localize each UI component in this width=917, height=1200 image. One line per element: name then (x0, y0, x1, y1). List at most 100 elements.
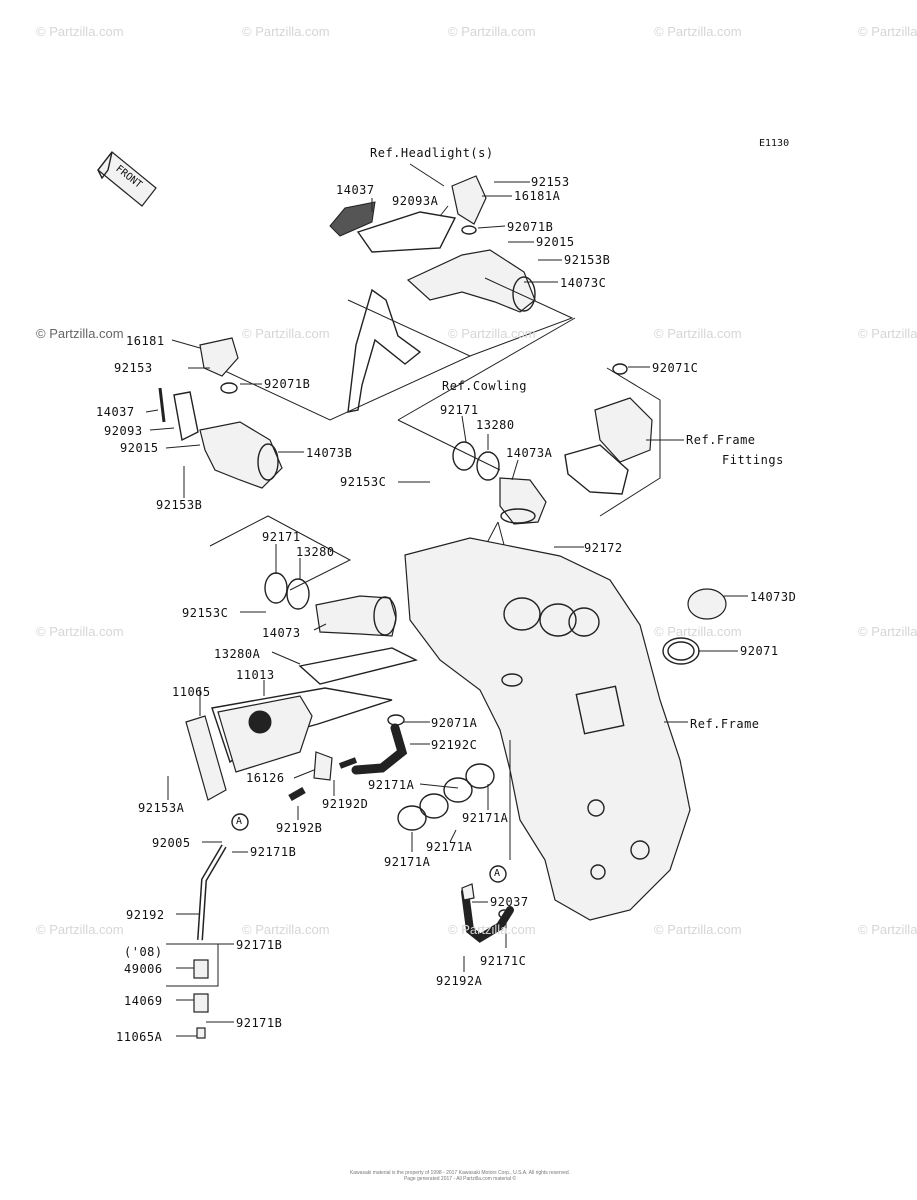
part-label[interactable]: 13280 (296, 545, 335, 559)
grommet-92071b-top-icon (461, 225, 477, 235)
part-label[interactable]: 92153B (564, 253, 611, 267)
part-label[interactable]: 11065 (172, 685, 211, 699)
ref-headlights-label: Ref.Headlight(s) (370, 146, 494, 160)
part-label[interactable]: 16181A (514, 189, 561, 203)
hose-92192d-icon (338, 757, 358, 769)
part-label[interactable]: 92071A (431, 716, 478, 730)
part-label[interactable]: 16126 (246, 771, 285, 785)
diagram-code: E1130 (759, 138, 790, 149)
filter-mesh-left-icon (158, 387, 166, 423)
watermark: © Partzilla.com (448, 326, 536, 341)
part-label[interactable]: 92005 (152, 836, 191, 850)
watermark: © Partzilla.com (36, 326, 124, 341)
part-label[interactable]: 13280A (214, 647, 261, 661)
part-label[interactable]: 92015 (536, 235, 575, 249)
part-label[interactable]: 92071 (740, 644, 779, 658)
part-label[interactable]: 92153B (156, 498, 203, 512)
part-label[interactable]: 92171A (384, 855, 431, 869)
year-bracket (166, 943, 219, 987)
part-label[interactable]: 92153 (114, 361, 153, 375)
part-label[interactable]: 14037 (336, 183, 375, 197)
part-label[interactable]: 92153 (531, 175, 570, 189)
watermark: © Partzilla.com (242, 922, 330, 937)
watermark: © Partzilla.com (242, 24, 330, 39)
marker-a-left-icon (231, 813, 249, 831)
duct-14073-icon (315, 595, 397, 637)
part-label[interactable]: 92071C (652, 361, 699, 375)
watermark: © Partzilla.com (448, 24, 536, 39)
grommet-92071b-left-icon (220, 382, 238, 394)
clamp-92171-low-icon (264, 572, 288, 604)
part-label[interactable]: 92171B (236, 1016, 283, 1030)
watermark: © Partzilla.com (654, 922, 742, 937)
part-label[interactable]: 92093 (104, 424, 143, 438)
part-label[interactable]: 92071B (507, 220, 554, 234)
part-label[interactable]: 14073 (262, 626, 301, 640)
part-label[interactable]: 16181 (126, 334, 165, 348)
part-label[interactable]: 13280 (476, 418, 515, 432)
part-label[interactable]: 92192C (431, 738, 478, 752)
part-label[interactable]: 92153C (182, 606, 229, 620)
part-label[interactable]: 14073D (750, 590, 797, 604)
watermark: © Partzilla.com (858, 326, 917, 341)
clamp-92171a-3-icon (443, 777, 473, 803)
clamp-92171a-2-icon (419, 793, 449, 819)
part-label[interactable]: 92192 (126, 908, 165, 922)
part-label[interactable]: 92192A (436, 974, 483, 988)
part-label[interactable]: 14037 (96, 405, 135, 419)
hose-92192a-icon (461, 888, 514, 943)
part-label[interactable]: 92171A (462, 811, 509, 825)
part-label[interactable]: 92171B (250, 845, 297, 859)
frame-fitting-icon (594, 397, 653, 463)
marker-a-left-label: A (236, 816, 243, 827)
part-label[interactable]: 11065A (116, 1030, 163, 1044)
watermark: © Partzilla.com (858, 624, 917, 639)
watermark: © Partzilla.com (36, 24, 124, 39)
part-label[interactable]: 92153A (138, 801, 185, 815)
part-label[interactable]: 92015 (120, 441, 159, 455)
cap-11065a-icon (196, 1027, 206, 1039)
part-label[interactable]: 92071B (264, 377, 311, 391)
watermark: © Partzilla.com (36, 922, 124, 937)
clamp-92171-mid-icon (452, 441, 476, 471)
cap-16181a-icon (451, 175, 487, 225)
cap-14073d-icon (687, 588, 727, 620)
part-label[interactable]: 92153C (340, 475, 387, 489)
gasket-92093-icon (173, 391, 199, 442)
part-label[interactable]: 92171C (480, 954, 527, 968)
part-label[interactable]: 92192D (322, 797, 369, 811)
part-label[interactable]: 92171A (426, 840, 473, 854)
marker-a-right-icon (489, 865, 507, 883)
year-note-label: ('08) (124, 945, 163, 959)
ref-frame-label: Ref.Frame (690, 717, 760, 731)
part-label[interactable]: 92037 (490, 895, 529, 909)
plug-14069-icon (193, 993, 209, 1013)
frame-body-icon (404, 537, 691, 921)
frame-fitting-cover-icon (564, 444, 629, 495)
seal-13280a-icon (298, 647, 419, 685)
part-label[interactable]: 92171 (440, 403, 479, 417)
footer-line: Page generated 2017 - All Partzilla.com … (403, 1176, 517, 1182)
gasket-92093a-icon (356, 211, 457, 253)
part-label[interactable]: 14073B (306, 446, 353, 460)
clamp-92171c-icon (498, 909, 510, 919)
grommet-92071c-icon (612, 363, 628, 375)
part-label[interactable]: 14069 (124, 994, 163, 1008)
part-label[interactable]: 49006 (124, 962, 163, 976)
hose-92192c-icon (351, 723, 408, 775)
part-label[interactable]: 92093A (392, 194, 439, 208)
ref-cowling-label: Ref.Cowling (442, 379, 527, 393)
part-label[interactable]: 92172 (584, 541, 623, 555)
watermark: © Partzilla.com (858, 24, 917, 39)
part-label[interactable]: 92171A (368, 778, 415, 792)
part-label[interactable]: 92192B (276, 821, 323, 835)
part-label[interactable]: 14073A (506, 446, 553, 460)
duct-14073c-icon (406, 249, 536, 313)
part-label[interactable]: 14073C (560, 276, 607, 290)
grommet-92071a-icon (387, 714, 405, 726)
part-label[interactable]: 92171 (262, 530, 301, 544)
duct-14073b-icon (199, 421, 283, 489)
part-label[interactable]: 11013 (236, 668, 275, 682)
part-label[interactable]: 92171B (236, 938, 283, 952)
holder-11065-icon (185, 715, 227, 801)
